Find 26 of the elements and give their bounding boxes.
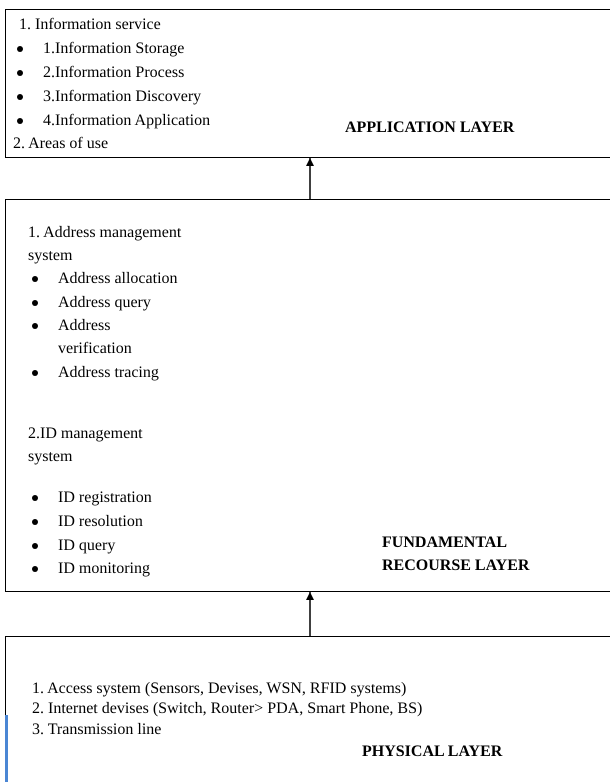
list-item: ID registration	[58, 488, 152, 508]
list-item: 4.Information Application	[43, 111, 210, 131]
list-item: 1. Information service	[19, 15, 161, 35]
list-item: 3. Transmission line	[32, 720, 162, 740]
list-item: 1.Information Storage	[43, 39, 184, 59]
list-item: ID query	[58, 536, 116, 556]
list-item: Address verification	[58, 316, 133, 359]
list-item: 1. Access system (Sensors, Devises, WSN, RFID systems)	[32, 679, 406, 699]
list-item: ID monitoring	[58, 559, 150, 579]
arrow	[306, 158, 314, 199]
list-item: 1. Address management system	[28, 223, 182, 266]
list-item: Address allocation	[58, 269, 178, 289]
list-item: Address query	[58, 293, 151, 313]
list-item: 2.Information Process	[43, 63, 184, 83]
list-item: 2. Areas of use	[13, 134, 108, 154]
list-item: ID resolution	[58, 512, 143, 532]
layer-title: PHYSICAL LAYER	[362, 742, 502, 762]
list-item: Address tracing	[58, 363, 159, 383]
layer-title: APPLICATION LAYER	[345, 118, 514, 138]
list-item: 3.Information Discovery	[43, 87, 202, 107]
list-item: 2. Internet devises (Switch, Router> PDA, Smart Phone, BS)	[32, 699, 422, 719]
layer-box	[5, 9, 610, 158]
arrow	[306, 592, 314, 636]
layer-box	[5, 199, 610, 592]
layer-title: FUNDAMENTAL RECOURSE LAYER	[382, 533, 530, 576]
list-item: 2.ID management system	[28, 424, 144, 467]
